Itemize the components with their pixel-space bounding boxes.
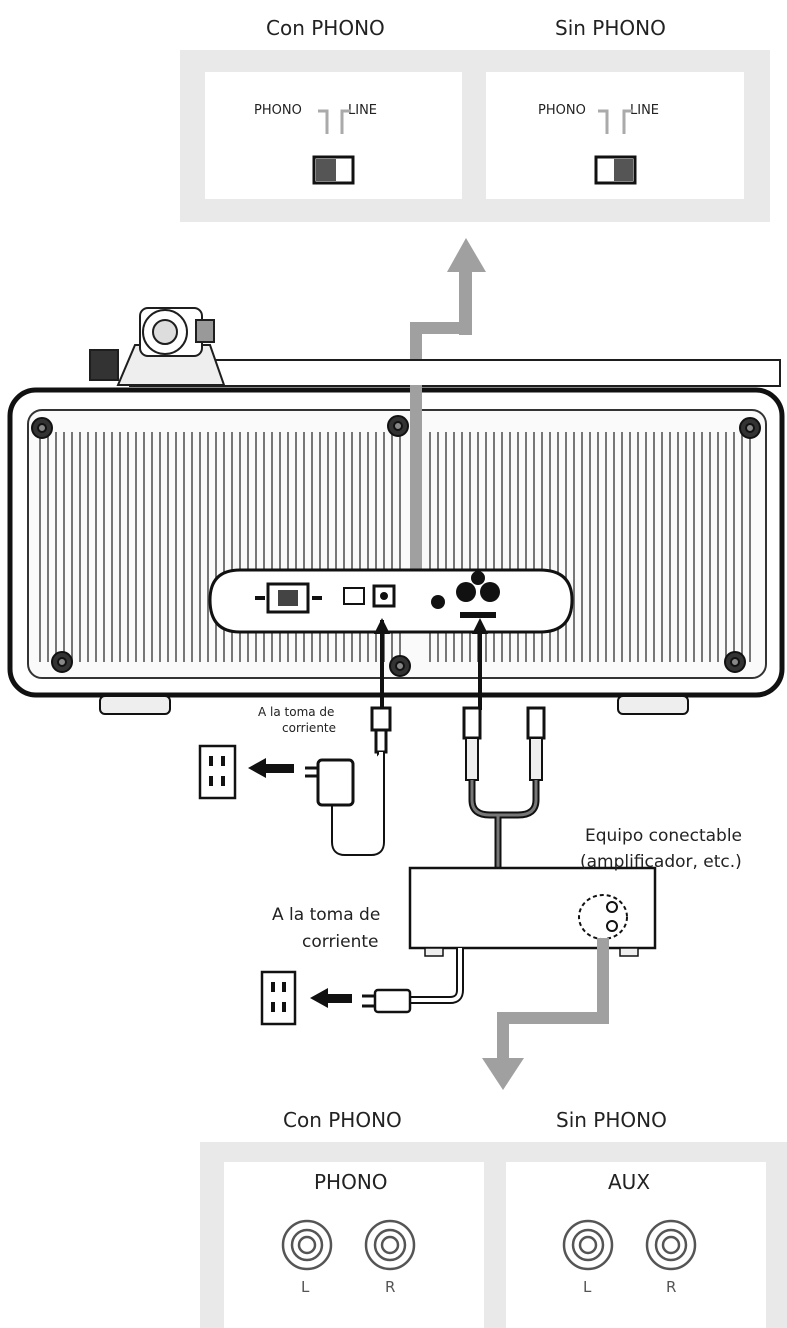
- aux-jack-label-l: L: [583, 1278, 592, 1296]
- equipment-label-line1: Equipo conectable: [585, 826, 743, 846]
- amplifier-box: [408, 866, 657, 957]
- right-slide-switch: [594, 155, 637, 185]
- aux-jack-l: [562, 1219, 614, 1271]
- player-outlet-arrow: [248, 758, 294, 778]
- left-switch-brackets: [318, 109, 633, 134]
- amp-outlet-arrow: [310, 988, 352, 1008]
- phono-jack-label-r: R: [385, 1278, 396, 1296]
- left-slide-switch: [312, 155, 355, 185]
- phono-input-label: PHONO: [314, 1170, 388, 1194]
- aux-jack-r: [645, 1219, 697, 1271]
- right-switch-label-line: LINE: [630, 103, 660, 118]
- amp-power-label-line1: A la toma de: [272, 905, 381, 925]
- top-left-heading: Con PHONO: [266, 16, 385, 40]
- connector-arrows: [380, 620, 482, 710]
- rca-jacks: [281, 1219, 697, 1271]
- bottom-left-heading: Con PHONO: [283, 1108, 402, 1132]
- connector-panel: [208, 568, 574, 634]
- player-power-label-line1: A la toma de: [258, 705, 335, 719]
- down-arrow: [482, 938, 609, 1090]
- amp-wall-outlet: [260, 970, 297, 1026]
- top-right-heading: Sin PHONO: [555, 16, 666, 40]
- player-wall-outlet: [198, 744, 237, 800]
- feet: [99, 695, 689, 715]
- turntable-diagram: [7, 238, 785, 1090]
- phono-jack-label-l: L: [301, 1278, 310, 1296]
- bottom-right-heading: Sin PHONO: [556, 1108, 667, 1132]
- phono-jack-l: [281, 1219, 333, 1271]
- top-switch-graphics: [312, 109, 637, 185]
- player-power-label-line2: corriente: [282, 721, 337, 735]
- right-switch-label-phono: PHONO: [538, 103, 586, 118]
- left-switch-label-line: LINE: [348, 103, 378, 118]
- bottom-right-card: [506, 1162, 766, 1328]
- turntable-body: [7, 385, 785, 715]
- left-switch-label-phono: PHONO: [254, 103, 302, 118]
- screws: [31, 415, 761, 677]
- amp-power-label-line2: corriente: [302, 932, 379, 952]
- phono-jack-r: [364, 1219, 416, 1271]
- bottom-left-card: [224, 1162, 484, 1328]
- equipment-label-line2: (amplificador, etc.): [580, 852, 742, 872]
- vent-grille: [39, 432, 751, 662]
- aux-input-label: AUX: [608, 1170, 651, 1194]
- amp-power-cord: [362, 948, 464, 1014]
- player-power-adapter: [305, 706, 392, 856]
- aux-jack-label-r: R: [666, 1278, 677, 1296]
- tonearm: [89, 307, 781, 387]
